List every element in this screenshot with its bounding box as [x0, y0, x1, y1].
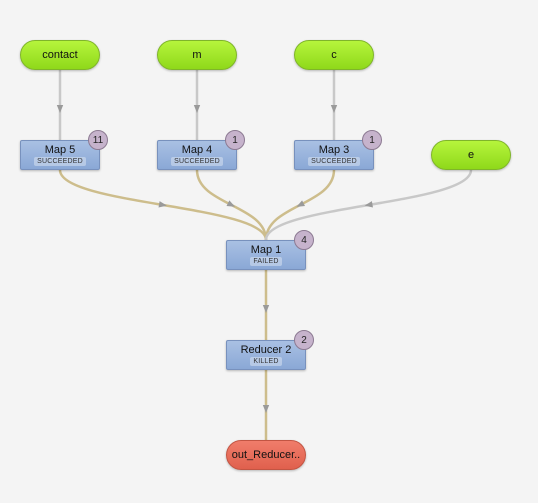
task-count-badge[interactable]: 1: [225, 130, 245, 150]
edge-arrow-icon: [364, 201, 373, 208]
vertex-reducer-2[interactable]: Reducer 2 KILLED: [226, 340, 306, 370]
vertex-map-4[interactable]: Map 4 SUCCEEDED: [157, 140, 237, 170]
edge-arrow-icon: [330, 105, 338, 113]
vertex-name: Map 5: [44, 144, 76, 156]
edge-arrow-icon: [296, 200, 306, 207]
vertex-status: KILLED: [250, 357, 282, 366]
edge-arrow-icon: [193, 105, 201, 113]
source-node-m[interactable]: m: [157, 40, 237, 70]
source-node-e[interactable]: e: [431, 140, 511, 170]
vertex-name: Map 4: [181, 144, 213, 156]
source-label: e: [467, 149, 475, 161]
vertex-name: Map 3: [318, 144, 350, 156]
task-count-badge[interactable]: 1: [362, 130, 382, 150]
vertex-map-5[interactable]: Map 5 SUCCEEDED: [20, 140, 100, 170]
edge-arrow-icon: [226, 200, 236, 207]
task-count-badge[interactable]: 4: [294, 230, 314, 250]
vertex-status: SUCCEEDED: [171, 157, 223, 166]
source-node-c[interactable]: c: [294, 40, 374, 70]
source-label: c: [331, 49, 337, 61]
source-label: m: [192, 49, 202, 61]
vertex-map-1[interactable]: Map 1 FAILED: [226, 240, 306, 270]
source-label: contact: [42, 49, 78, 61]
sink-node-out-reducer[interactable]: out_Reducer..: [226, 440, 306, 470]
task-count-badge[interactable]: 2: [294, 330, 314, 350]
vertex-name: Reducer 2: [240, 344, 292, 356]
sink-label: out_Reducer..: [231, 449, 301, 461]
source-node-contact[interactable]: contact: [20, 40, 100, 70]
vertex-status: SUCCEEDED: [34, 157, 86, 166]
task-count-badge[interactable]: 11: [88, 130, 108, 150]
vertex-name: Map 1: [250, 244, 282, 256]
vertex-status: FAILED: [250, 257, 282, 266]
vertex-status: SUCCEEDED: [308, 157, 360, 166]
edge-arrow-icon: [262, 305, 270, 313]
edge-arrow-icon: [158, 201, 167, 208]
edge-arrow-icon: [262, 405, 270, 413]
edge-arrow-icon: [56, 105, 64, 113]
vertex-map-3[interactable]: Map 3 SUCCEEDED: [294, 140, 374, 170]
